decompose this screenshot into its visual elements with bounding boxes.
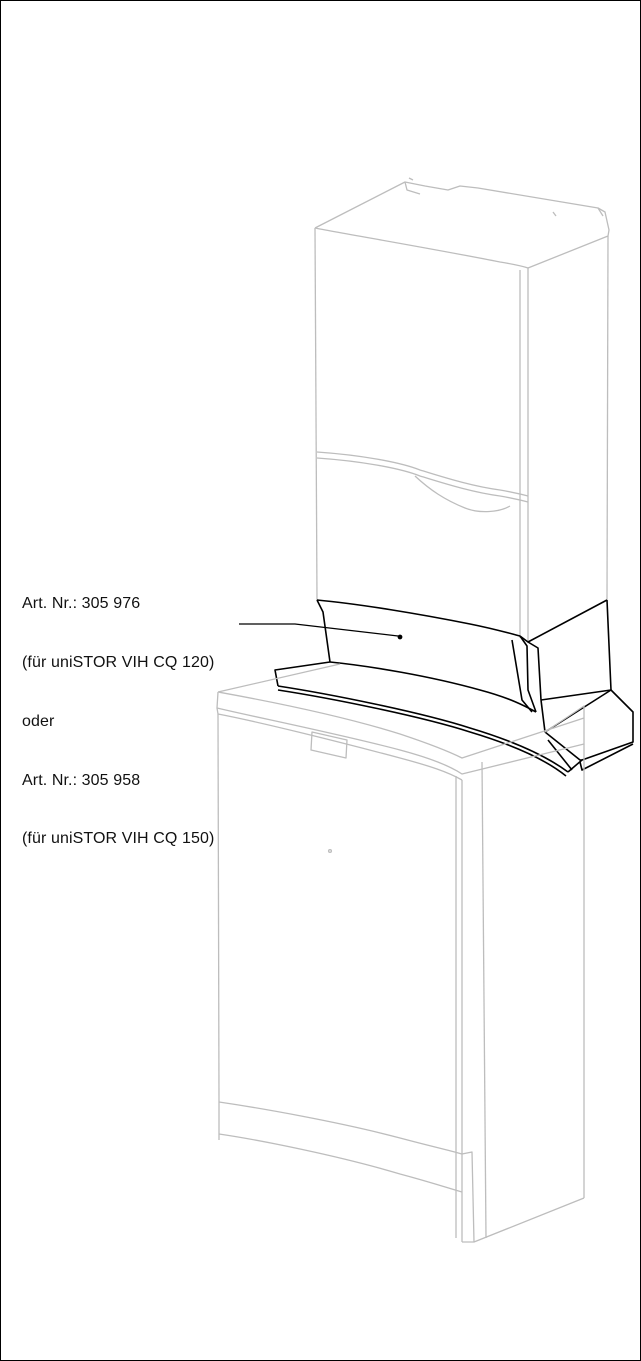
accessory-callout: Art. Nr.: 305 976 (für uniSTOR VIH CQ 12… <box>22 555 214 869</box>
callout-line-1: Art. Nr.: 305 976 <box>22 595 141 613</box>
wall-boiler <box>314 177 610 642</box>
callout-line-2: (für uniSTOR VIH CQ 120) <box>22 653 215 671</box>
callout-line-3: oder <box>22 712 55 730</box>
callout-line-4: Art. Nr.: 305 958 <box>22 771 141 789</box>
hot-water-cylinder <box>216 663 585 1243</box>
callout-line-5: (für uniSTOR VIH CQ 150) <box>22 830 215 848</box>
callout-leader-line <box>239 623 399 637</box>
cover-accessory <box>274 599 634 777</box>
